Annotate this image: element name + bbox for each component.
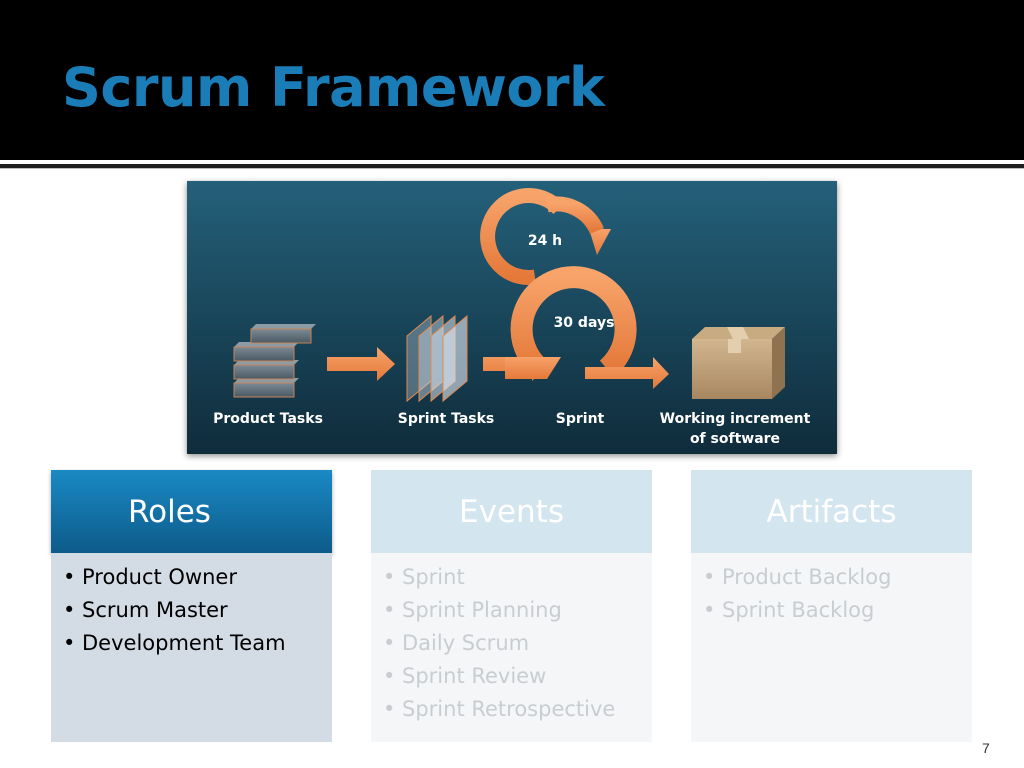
list-item: •Daily Scrum: [383, 631, 530, 655]
events-list: •Sprint •Sprint Planning •Daily Scrum •S…: [383, 561, 652, 726]
daily-cycle-icon: [480, 188, 611, 285]
events-heading: Events: [371, 470, 652, 553]
header-divider-line: [0, 168, 1024, 169]
events-column: Events •Sprint •Sprint Planning •Daily S…: [371, 470, 652, 742]
sprint-tasks-label: Sprint Tasks: [398, 411, 495, 427]
daily-cycle-label: 24 h: [528, 233, 562, 249]
header-divider: [0, 164, 1024, 168]
list-item: •Product Backlog: [703, 565, 892, 589]
list-item: •Product Owner: [63, 565, 237, 589]
list-item: •Scrum Master: [63, 598, 228, 622]
artifacts-column: Artifacts •Product Backlog •Sprint Backl…: [691, 470, 972, 742]
roles-list-panel: •Product Owner •Scrum Master •Developmen…: [51, 553, 332, 742]
roles-heading: Roles: [51, 470, 332, 553]
list-item: •Sprint: [383, 565, 465, 589]
sprint-tasks-icon: [406, 314, 468, 403]
scrum-process-diagram: 24 h 30 days Product Tasks Sprint Tasks …: [187, 181, 837, 454]
sprint-label: Sprint: [556, 411, 605, 427]
sprint-cycle-label: 30 days: [554, 315, 615, 331]
list-item: •Development Team: [63, 631, 286, 655]
slide-title: Scrum Framework: [62, 56, 605, 119]
roles-column: Roles •Product Owner •Scrum Master •Deve…: [51, 470, 332, 742]
product-tasks-label: Product Tasks: [213, 411, 323, 427]
list-item: •Sprint Review: [383, 664, 547, 688]
artifacts-list: •Product Backlog •Sprint Backlog: [703, 561, 972, 627]
list-item: •Sprint Planning: [383, 598, 562, 622]
events-list-panel: •Sprint •Sprint Planning •Daily Scrum •S…: [371, 553, 652, 742]
page-number: 7: [982, 740, 990, 756]
artifacts-heading: Artifacts: [691, 470, 972, 553]
software-box-icon: [692, 327, 785, 399]
working-increment-label-line2: of software: [690, 431, 780, 447]
artifacts-list-panel: •Product Backlog •Sprint Backlog: [691, 553, 972, 742]
sprint-cycle-icon: [505, 266, 669, 389]
slide-header: Scrum Framework: [0, 0, 1024, 160]
roles-list: •Product Owner •Scrum Master •Developmen…: [63, 561, 332, 660]
arrow-right-icon: [327, 347, 395, 381]
list-item: •Sprint Retrospective: [383, 697, 616, 721]
list-item: •Sprint Backlog: [703, 598, 875, 622]
scrum-process-svg: 24 h 30 days Product Tasks Sprint Tasks …: [187, 181, 837, 454]
product-tasks-icon: [233, 324, 316, 398]
working-increment-label: Working increment: [660, 411, 811, 427]
